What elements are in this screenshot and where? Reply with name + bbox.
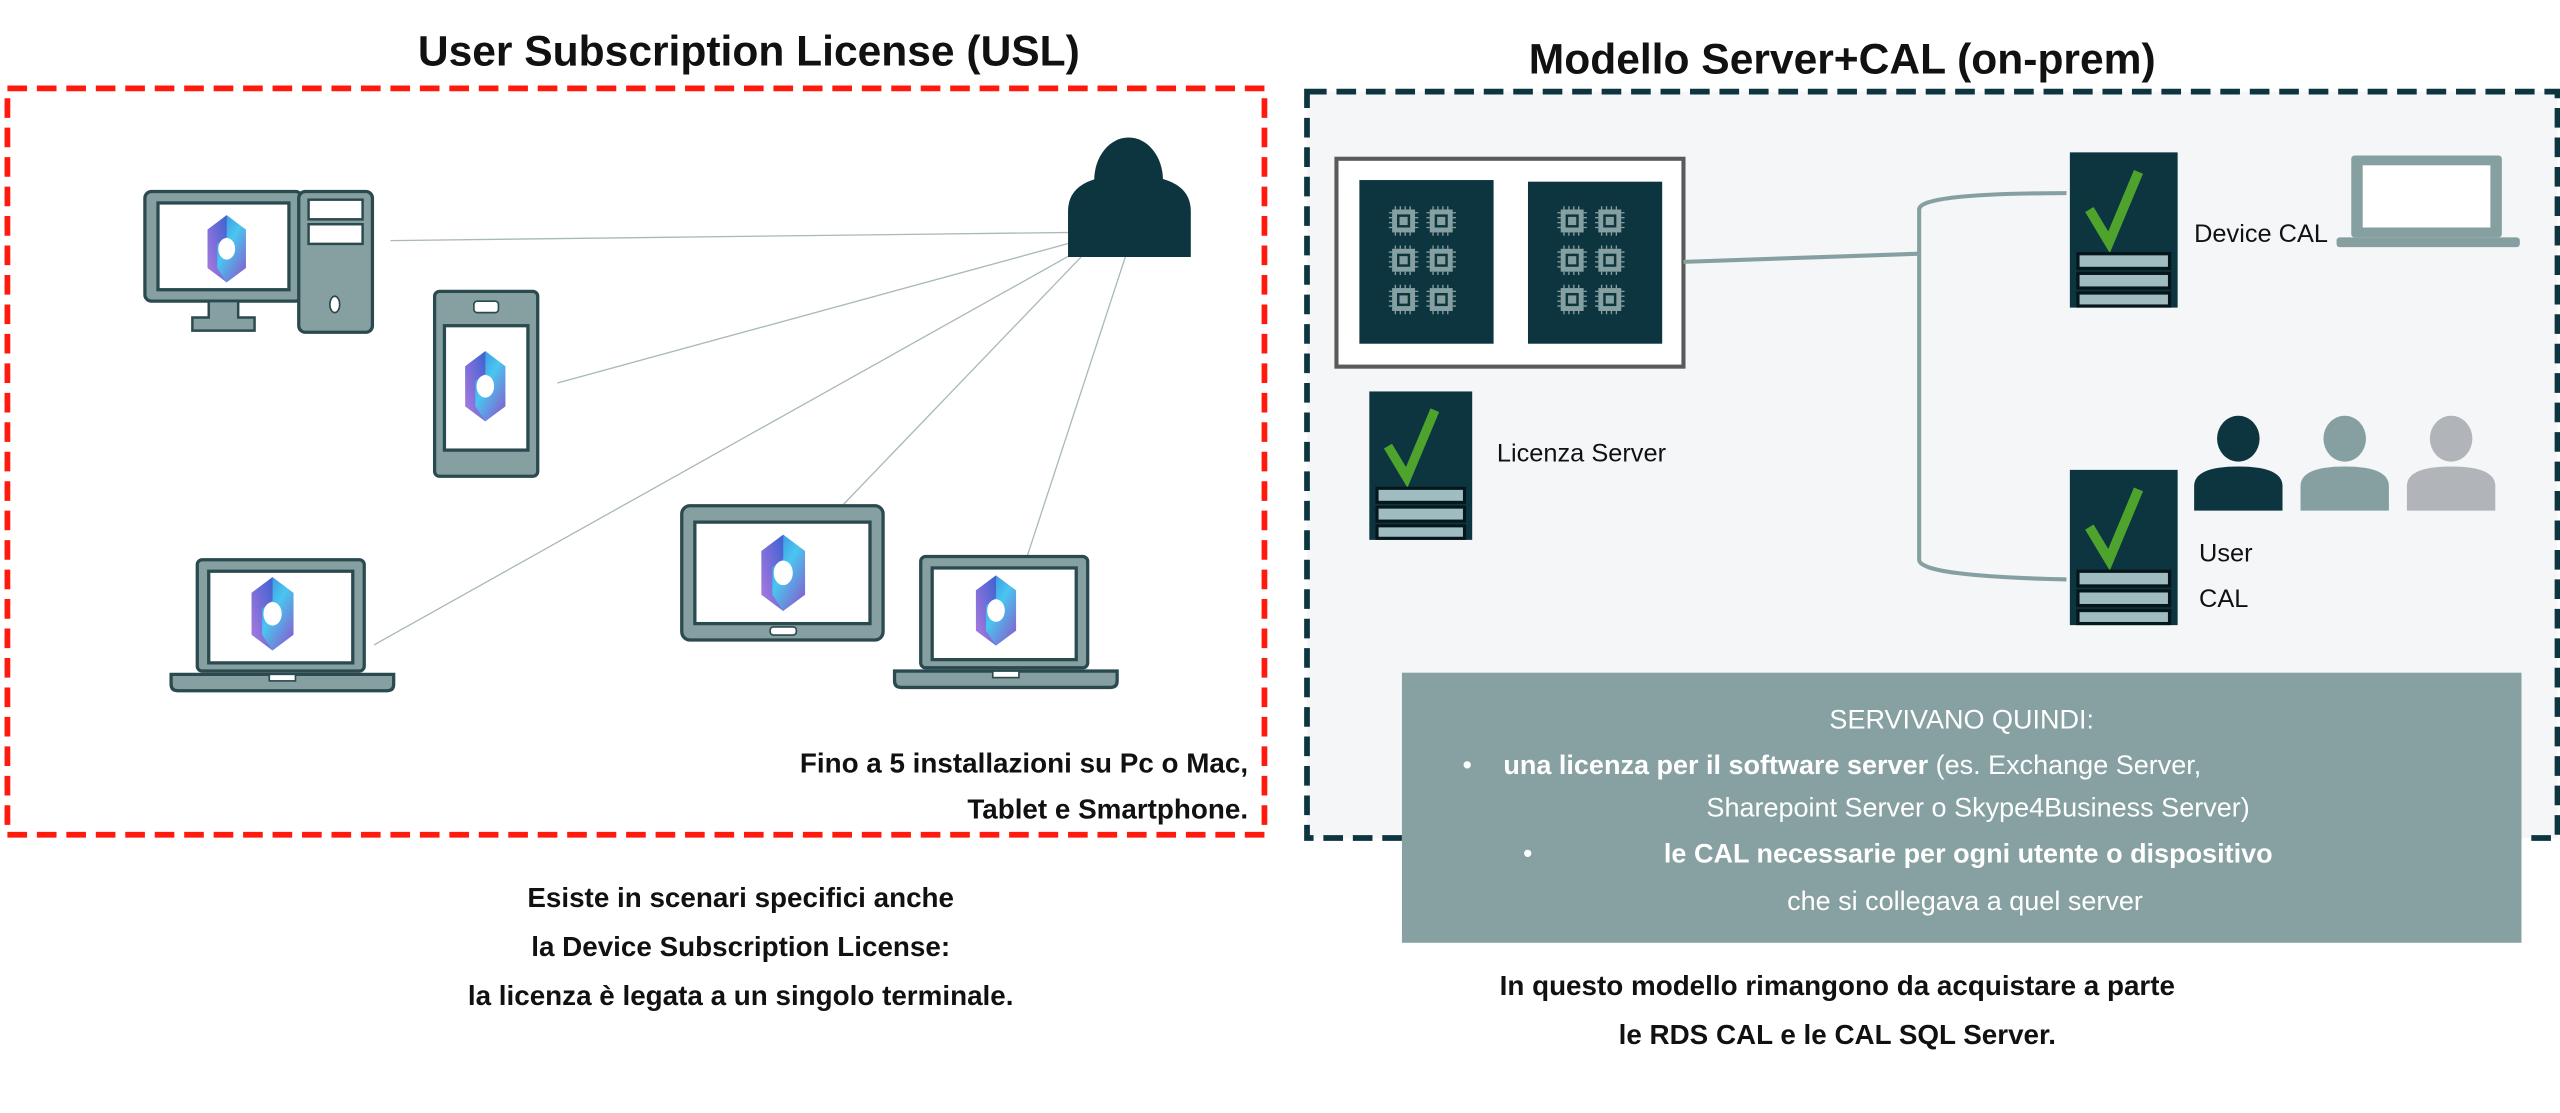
device-cal-label: Device CAL xyxy=(2194,220,2328,248)
usl-border xyxy=(4,85,1268,838)
server-cal-title: Modello Server+CAL (on-prem) xyxy=(1529,36,2156,84)
info-item-1: una licenza per il software server (es. … xyxy=(1503,750,2201,780)
laptop-icon xyxy=(169,558,396,693)
bullet: • xyxy=(1462,750,1471,780)
desktop-icon xyxy=(143,189,375,334)
user-cal-label-line-2: CAL xyxy=(2199,585,2248,613)
info-box-heading: SERVIVANO QUINDI: xyxy=(1829,704,2094,734)
info-item-2-continued: che si collegava a quel server xyxy=(1787,886,2143,916)
user-cal-license-icon xyxy=(2070,470,2178,625)
usl-caption-line-2: la Device Subscription License: xyxy=(531,931,950,962)
info-item-1-bold: una licenza per il software server xyxy=(1503,750,1928,780)
users-group-icon xyxy=(2194,415,2496,511)
server-license-icon xyxy=(1369,391,1472,539)
microsoft-365-logo-icon xyxy=(251,577,294,651)
laptop-icon xyxy=(892,554,1119,690)
tablet-icon xyxy=(680,504,885,642)
microsoft-365-logo-icon xyxy=(465,351,506,422)
usl-title: User Subscription License (USL) xyxy=(418,27,1080,75)
server-cal-caption-line-2: le RDS CAL e le CAL SQL Server. xyxy=(1619,1019,2056,1050)
laptop-icon xyxy=(2336,155,2520,248)
info-item-2: le CAL necessarie per ogni utente o disp… xyxy=(1664,839,2273,869)
user-icon xyxy=(2194,415,2283,511)
connection-lines xyxy=(373,231,1126,646)
microsoft-365-logo-icon xyxy=(761,534,806,612)
smartphone-icon xyxy=(432,289,540,478)
info-item-1-continued: Sharepoint Server o Skype4Business Serve… xyxy=(1706,793,2249,823)
server-license-label: Licenza Server xyxy=(1497,440,1667,468)
info-box: SERVIVANO QUINDI: • una licenza per il s… xyxy=(1401,672,2522,943)
server-icon xyxy=(1334,156,1686,369)
user-icon xyxy=(1068,137,1191,257)
usl-note-line-2: Tablet e Smartphone. xyxy=(967,793,1248,824)
device-cal-license-icon xyxy=(2070,152,2178,307)
user-icon xyxy=(2406,415,2496,511)
usl-caption-line-3: la licenza è legata a un singolo termina… xyxy=(468,980,1014,1011)
usl-note-line-1: Fino a 5 installazioni su Pc o Mac, xyxy=(800,748,1248,779)
bullet: • xyxy=(1523,839,1532,869)
usl-caption-line-1: Esiste in scenari specifici anche xyxy=(527,882,954,913)
server-cal-caption-line-1: In questo modello rimangono da acquistar… xyxy=(1500,970,2175,1001)
user-icon xyxy=(2300,415,2389,511)
user-cal-label-line-1: User xyxy=(2199,539,2253,567)
connector-bracket xyxy=(1683,191,2067,582)
info-item-1-rest: (es. Exchange Server, xyxy=(1928,750,2201,780)
